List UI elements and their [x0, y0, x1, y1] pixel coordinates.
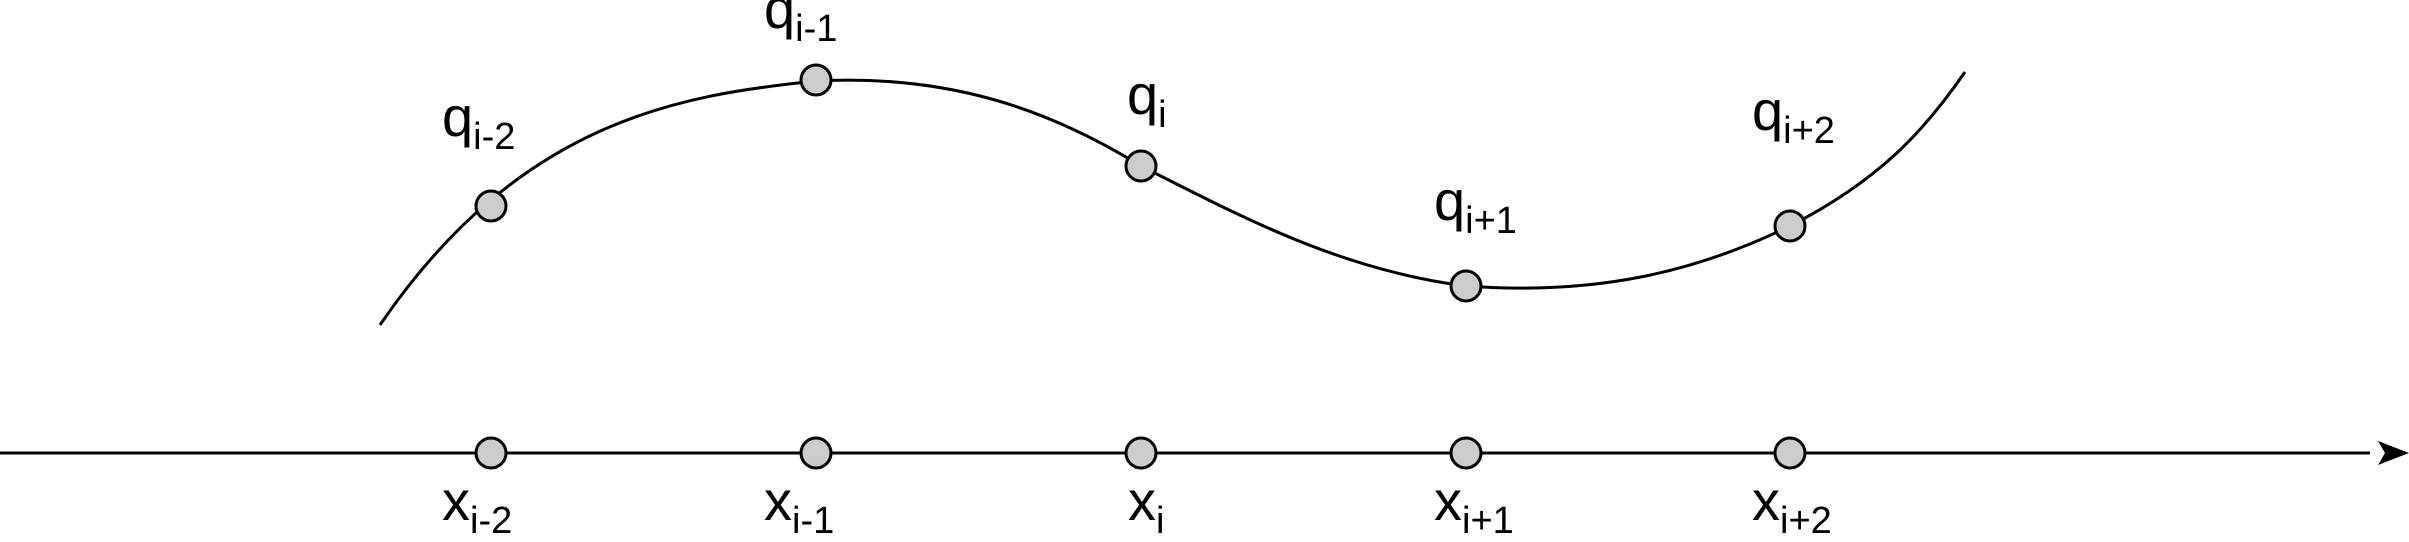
label-q-i: qi: [1127, 63, 1167, 136]
axis-node-x-i+2: [1773, 436, 1807, 470]
label-q-i-2: qi-2: [442, 85, 515, 158]
x-axis-arrowhead: [2378, 441, 2409, 465]
label-q-i+1: qi+1: [1434, 169, 1517, 242]
curve-labels: qi-2 qi-1 qi qi+1 qi+2: [442, 0, 1835, 242]
axis-node-x-i: [1124, 436, 1158, 470]
label-x-i+1: xi+1: [1434, 469, 1514, 542]
label-x-i-1: xi-1: [764, 469, 834, 542]
label-q-i-1: qi-1: [764, 0, 837, 50]
curve-node-q-i+1: [1449, 269, 1483, 303]
label-x-i-2: xi-2: [442, 469, 512, 542]
curve-node-q-i+2: [1773, 209, 1807, 243]
label-x-i+2: xi+2: [1752, 469, 1832, 542]
curve-node-q-i-1: [799, 63, 833, 97]
axis-nodes: [474, 436, 1807, 470]
label-q-i+2: qi+2: [1752, 79, 1835, 152]
curve-node-q-i: [1124, 149, 1158, 183]
axis-node-x-i-1: [799, 436, 833, 470]
axis-node-x-i-2: [474, 436, 508, 470]
label-x-i: xi: [1128, 469, 1164, 542]
interpolating-curve: [378, 71, 1967, 326]
curve-nodes: [474, 63, 1807, 303]
curve-node-q-i-2: [474, 189, 508, 223]
axis-node-x-i+1: [1449, 436, 1483, 470]
axis-labels: xi-2 xi-1 xi xi+1 xi+2: [442, 469, 1832, 542]
